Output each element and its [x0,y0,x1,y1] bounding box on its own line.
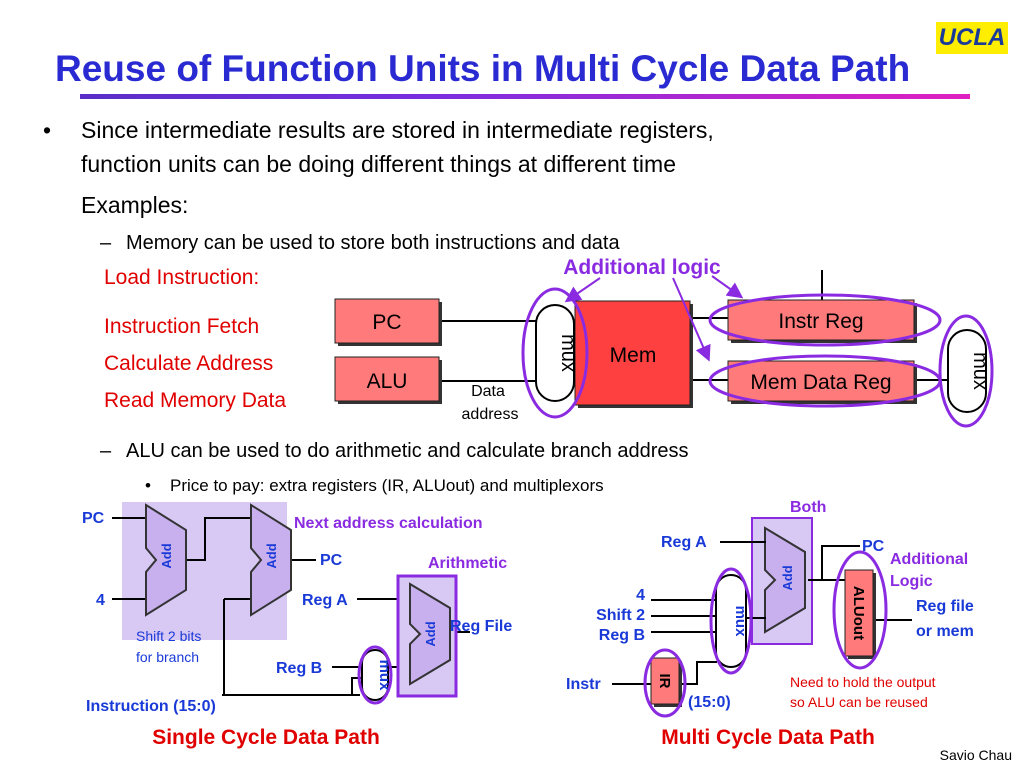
sub-bullet-alu: ALU can be used to do arithmetic and cal… [126,440,689,462]
multi-cycle-adder-label: Add [780,565,795,590]
step-instruction-fetch: Instruction Fetch [104,315,260,338]
mc-reg-a-label: Reg A [661,534,707,551]
data-address-label-line1: Data [471,383,505,400]
mem-label: Mem [610,344,657,367]
mem-data-reg-box [727,360,917,404]
slide-title: Reuse of Function Units in Multi Cycle D… [55,48,911,89]
data-address-label-line2: address [462,406,519,423]
arithmetic-label: Arithmetic [428,555,507,572]
adder-3-label: Add [423,621,438,646]
multi-cycle-mux-label: mux [732,606,749,638]
both-label: Both [790,499,826,516]
ucla-logo: UCLA [936,22,1008,54]
mc-bits-label: (15:0) [688,694,731,711]
instruction-bits-label: Instruction (15:0) [86,698,216,715]
mc-reg-b-label: Reg B [599,627,645,644]
aluout-label: ALUout [850,586,867,640]
sc-pc-output-label: PC [320,552,343,569]
ir-label: IR [656,674,673,689]
dash-marker-1: – [100,232,112,254]
examples-label: Examples: [81,192,189,218]
hold-output-note-line2: so ALU can be reused [790,694,928,710]
pc-label: PC [372,311,401,334]
adder-2-shape [250,503,292,617]
multi-cycle-caption: Multi Cycle Data Path [661,726,875,749]
author-footer: Savio Chau [940,747,1012,763]
mc-reg-file-line2: or mem [916,623,974,640]
single-cycle-mux-shape [361,649,389,701]
sub-bullet-memory: Memory can be used to store both instruc… [126,232,620,254]
sc-reg-b-label: Reg B [276,660,322,677]
additional-logic-highlight-instr-reg [708,293,942,347]
right-mux-shape [947,329,987,413]
mc-pc-label: PC [862,538,885,555]
adder-3-shape [409,582,451,686]
sc-pc-input-label: PC [82,510,105,527]
additional-logic-highlight-mux [521,287,589,419]
adder-1-shape [145,503,187,617]
bullet-line-2: function units can be doing different th… [81,151,676,177]
ir-register-box [650,657,680,705]
sc-reg-a-label: Reg A [302,592,348,609]
title-underline [80,94,970,99]
left-mux-label: mux [557,334,579,372]
alu-box [334,356,442,404]
hold-output-note-line1: Need to hold the output [790,674,936,690]
multi-cycle-mux-shape [715,574,747,668]
step-read-memory-data: Read Memory Data [104,389,287,412]
additional-logic-highlight-right-mux [938,314,994,428]
aluout-register-box [844,569,874,657]
left-mux-shape [535,304,575,402]
shift-2-bits-label-line2: for branch [136,649,199,665]
mc-instr-label: Instr [566,676,601,693]
bullet-line-1: Since intermediate results are stored in… [81,117,714,143]
mc-shift2-label: Shift 2 [596,607,645,624]
single-cycle-caption: Single Cycle Data Path [152,726,380,749]
alu-label: ALU [367,370,408,393]
sub-sub-bullet-price: Price to pay: extra registers (IR, ALUou… [170,476,604,495]
step-calculate-address: Calculate Address [104,352,274,375]
memory-box [574,300,693,408]
adder-1-label: Add [159,543,174,568]
single-cycle-mux-label: mux [376,660,393,692]
dash-marker-2: – [100,440,112,462]
instr-reg-label: Instr Reg [778,310,863,333]
small-bullet-marker: • [145,476,151,495]
next-address-label: Next address calculation [294,515,483,532]
shift-2-bits-label-line1: Shift 2 bits [136,628,201,644]
instr-reg-box [727,299,917,343]
load-instruction-heading: Load Instruction: [104,266,260,289]
multi-cycle-adder-shape [764,526,806,634]
sc-four-label: 4 [96,592,105,609]
mc-four-label: 4 [636,587,645,604]
mc-reg-file-line1: Reg file [916,598,974,615]
mc-additional-logic-line2: Logic [890,573,933,590]
bullet-marker: • [43,117,52,143]
right-mux-label: mux [969,352,991,390]
additional-logic-label: Additional logic [563,256,721,279]
pc-register-box [334,298,442,346]
adder-2-label: Add [264,543,279,568]
mem-data-reg-label: Mem Data Reg [750,371,891,394]
reg-file-label: Reg File [450,618,512,635]
mc-additional-logic-line1: Additional [890,551,968,568]
